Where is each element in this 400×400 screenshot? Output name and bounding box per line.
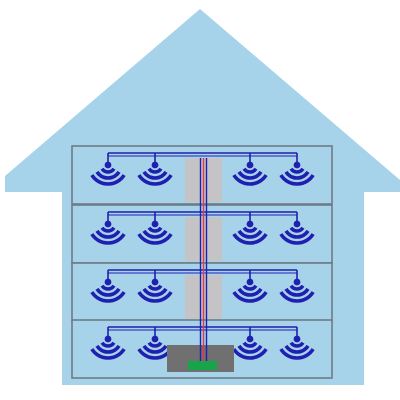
wifi-antenna-icon — [90, 270, 126, 303]
signal-arc — [95, 170, 121, 180]
base-unit-icon — [188, 361, 217, 370]
antenna-dot — [151, 161, 159, 169]
wifi-antenna-icon — [279, 327, 315, 360]
signal-arc — [137, 174, 173, 186]
signal-arc — [90, 348, 126, 360]
signal-arc — [95, 287, 121, 297]
antenna-dot — [151, 278, 159, 286]
signal-arc — [142, 229, 168, 239]
wifi-antenna-icon — [137, 270, 173, 303]
signal-arc — [237, 344, 263, 354]
antenna-dot — [246, 335, 254, 343]
signal-arc — [237, 287, 263, 297]
signal-arc — [279, 174, 315, 186]
signal-arc — [100, 341, 116, 348]
signal-arc — [232, 348, 268, 360]
signal-arc — [95, 229, 121, 239]
signal-arc — [279, 291, 315, 303]
signal-arc — [90, 291, 126, 303]
wifi-antenna-icon — [232, 270, 268, 303]
antenna-dot — [151, 220, 159, 228]
signal-arc — [147, 226, 163, 233]
signal-arc — [147, 167, 163, 174]
signal-arc — [100, 167, 116, 174]
wifi-antenna-icon — [279, 270, 315, 303]
signal-arc — [142, 344, 168, 354]
signal-arc — [242, 341, 258, 348]
antenna-dot — [246, 278, 254, 286]
signal-arc — [90, 174, 126, 186]
signal-arc — [232, 233, 268, 245]
signal-arc — [137, 291, 173, 303]
antenna-dot — [293, 161, 301, 169]
signal-arc — [242, 226, 258, 233]
antenna-dot — [104, 161, 112, 169]
signal-arc — [232, 291, 268, 303]
antenna-dot — [293, 335, 301, 343]
signal-arc — [100, 226, 116, 233]
riser-group — [167, 158, 234, 372]
antenna-dot — [104, 335, 112, 343]
signal-arc — [284, 229, 310, 239]
antenna-dot — [246, 220, 254, 228]
wifi-antenna-icon — [232, 153, 268, 186]
signal-arc — [95, 344, 121, 354]
wifi-antenna-icon — [232, 212, 268, 245]
signal-arc — [242, 284, 258, 291]
signal-arc — [242, 167, 258, 174]
signal-arc — [237, 229, 263, 239]
signal-arc — [284, 287, 310, 297]
antenna-dot — [293, 278, 301, 286]
signal-arc — [142, 287, 168, 297]
signal-arc — [284, 344, 310, 354]
antenna-dot — [104, 220, 112, 228]
signal-arc — [100, 284, 116, 291]
signal-arc — [289, 167, 305, 174]
wifi-antenna-icon — [90, 153, 126, 186]
wifi-antenna-icon — [90, 212, 126, 245]
signal-arc — [279, 348, 315, 360]
antenna-dot — [293, 220, 301, 228]
signal-arc — [90, 233, 126, 245]
signal-arc — [147, 341, 163, 348]
signal-arc — [237, 170, 263, 180]
signal-arc — [279, 233, 315, 245]
antenna-dot — [246, 161, 254, 169]
antenna-dot — [151, 335, 159, 343]
antenna-dot — [104, 278, 112, 286]
signal-arc — [232, 174, 268, 186]
wifi-antenna-icon — [90, 327, 126, 360]
signal-arc — [147, 284, 163, 291]
wifi-antenna-icon — [279, 212, 315, 245]
signal-arc — [284, 170, 310, 180]
signal-arc — [137, 233, 173, 245]
signal-arc — [289, 226, 305, 233]
wifi-antenna-icon — [137, 153, 173, 186]
wifi-antenna-icon — [279, 153, 315, 186]
signal-arc — [142, 170, 168, 180]
signal-arc — [289, 284, 305, 291]
signal-arc — [289, 341, 305, 348]
wifi-antenna-icon — [137, 212, 173, 245]
wifi-antenna-icon — [232, 327, 268, 360]
